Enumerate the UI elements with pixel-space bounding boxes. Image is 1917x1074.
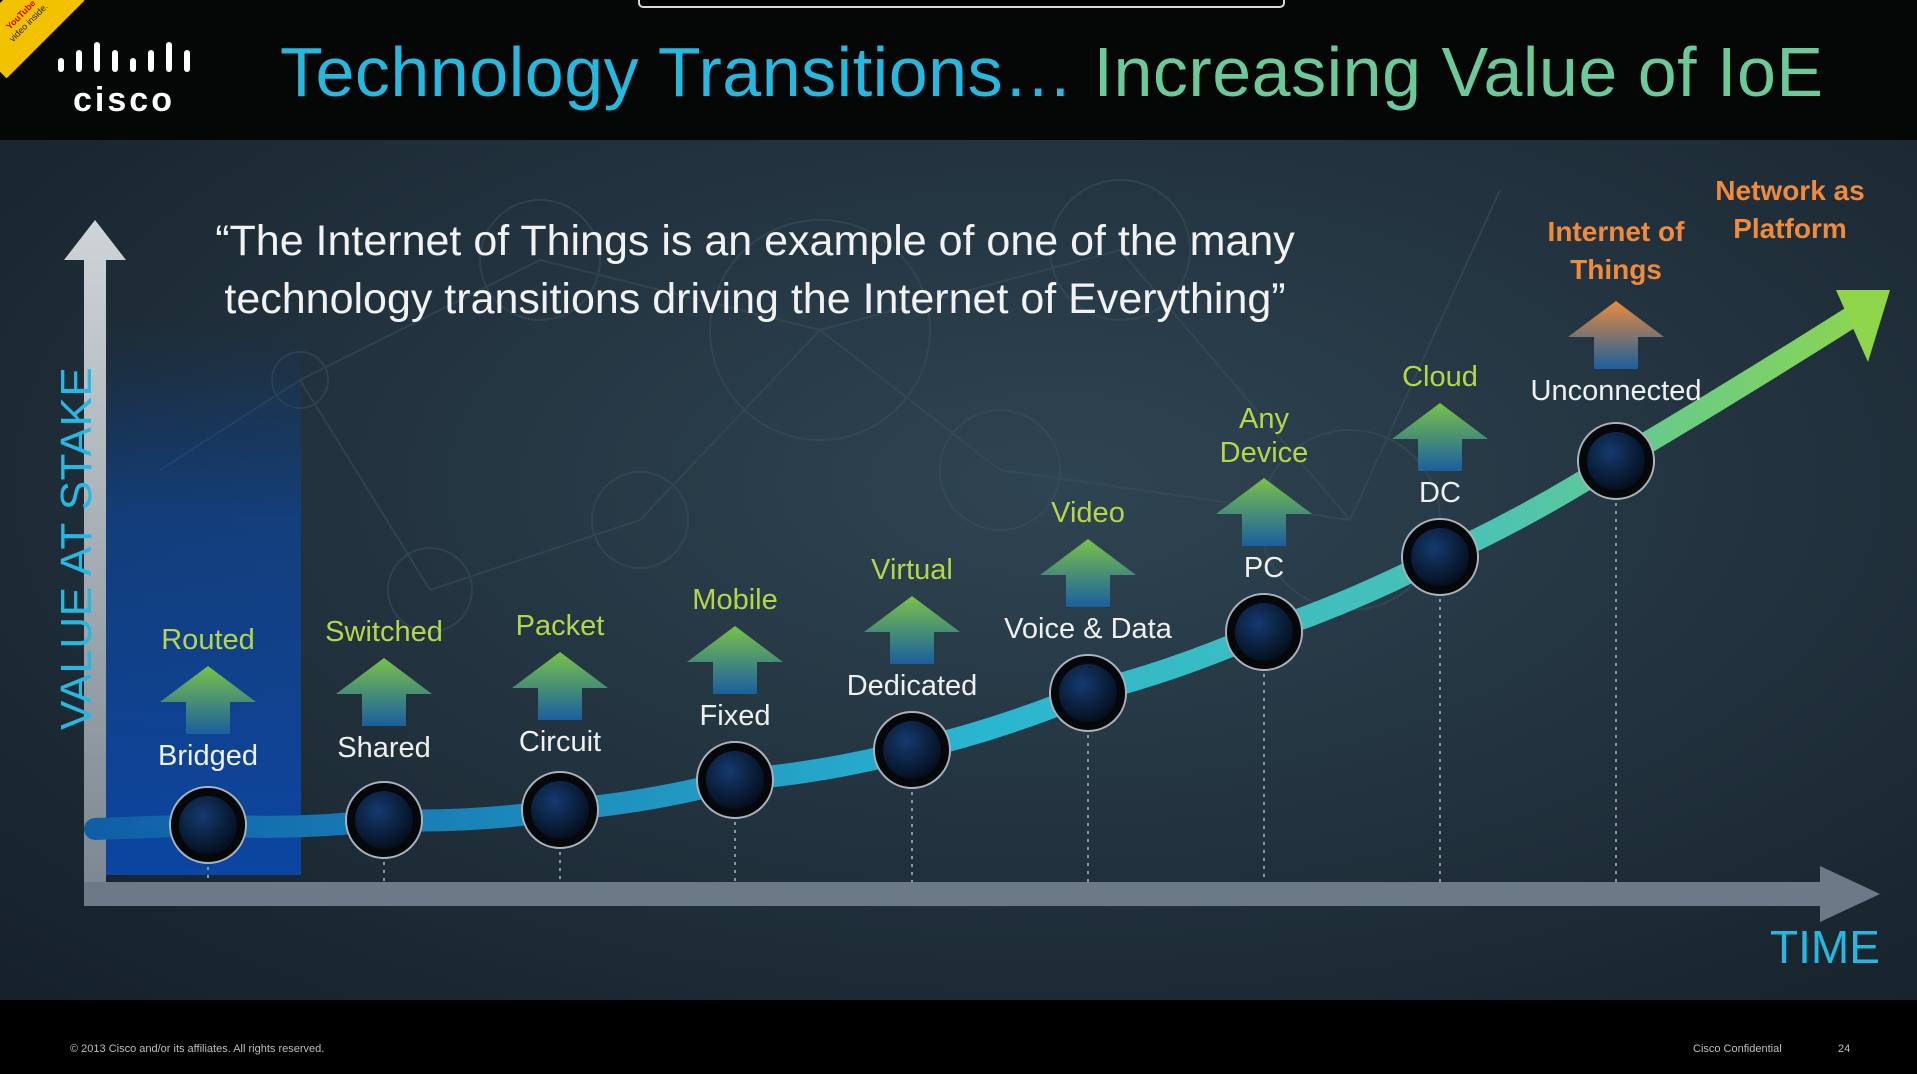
transition-up-arrow xyxy=(1392,403,1488,471)
transition-to-label: Packet xyxy=(515,610,605,642)
cisco-logo-text: cisco xyxy=(73,81,175,118)
value-curve-arrowhead xyxy=(1836,290,1890,362)
transition-up-arrow xyxy=(1216,478,1312,546)
value-curve-diagram xyxy=(64,179,1890,922)
transition-from-label: Circuit xyxy=(518,726,602,758)
transition-up-arrow xyxy=(336,658,432,726)
transition-from-label: DC xyxy=(1419,477,1461,509)
transition-up-arrow xyxy=(1568,301,1664,369)
transition-to-label: Virtual xyxy=(871,554,953,586)
transition-from-label: Dedicated xyxy=(846,670,978,702)
transition-to-label: Mobile xyxy=(692,584,778,616)
transition-node xyxy=(1401,518,1479,596)
transition-to-label: Internet of Things xyxy=(1547,216,1685,285)
footer-confidential: Cisco Confidential xyxy=(1693,1043,1782,1055)
transition-from-label: Fixed xyxy=(699,700,771,732)
transition-to-label: Cloud xyxy=(1402,361,1478,393)
transition-node xyxy=(345,781,423,859)
transition-arrows xyxy=(160,301,1664,734)
transition-up-arrow xyxy=(864,596,960,664)
slide-footer xyxy=(0,1000,1917,1074)
transition-up-arrow xyxy=(160,666,256,734)
transition-from-label: PC xyxy=(1243,552,1285,584)
page-number: 24 xyxy=(1838,1043,1851,1055)
y-axis-label: VALUE AT STAKE xyxy=(52,366,101,730)
player-top-bar xyxy=(638,0,1285,8)
transition-nodes xyxy=(169,422,1655,864)
transition-to-label: Switched xyxy=(325,616,443,648)
transition-node xyxy=(1577,422,1655,500)
transition-up-arrow xyxy=(1040,539,1136,607)
transition-from-label: Unconnected xyxy=(1530,375,1702,407)
x-axis-arrow xyxy=(84,866,1880,922)
transition-from-label: Shared xyxy=(337,732,431,764)
y-axis-arrow xyxy=(64,220,126,893)
transition-to-label: Video xyxy=(1051,497,1125,529)
footer-copyright: © 2013 Cisco and/or its affiliates. All … xyxy=(70,1043,325,1055)
title-part-one: Technology Transitions… xyxy=(280,33,1074,111)
title-part-two: Increasing Value of IoE xyxy=(1093,33,1824,111)
value-curve xyxy=(84,307,1861,840)
diagram-panel xyxy=(0,140,1917,1000)
transition-node xyxy=(873,711,951,789)
slide-header: cisco Technology Transitions… Increasing… xyxy=(0,0,1917,140)
transition-node xyxy=(1049,654,1127,732)
x-axis-label: TIME xyxy=(1770,921,1880,973)
transition-up-arrow xyxy=(687,626,783,694)
slide-title: Technology Transitions… Increasing Value… xyxy=(280,32,1824,112)
iot-quote: “The Internet of Things is an example of… xyxy=(215,217,1295,323)
transition-from-label: Bridged xyxy=(158,740,258,772)
transition-node xyxy=(1225,593,1303,671)
current-transition-highlight xyxy=(97,325,301,875)
transition-node xyxy=(521,771,599,849)
cisco-logo: cisco xyxy=(58,42,190,118)
transition-up-arrow xyxy=(512,652,608,720)
transition-to-label: Any Device xyxy=(1219,403,1309,469)
end-label-network-platform: Network as Platform xyxy=(1715,175,1865,244)
transition-from-label: Voice & Data xyxy=(1004,613,1172,645)
transition-node xyxy=(169,786,247,864)
transition-to-label: Routed xyxy=(161,624,255,656)
transition-node xyxy=(696,741,774,819)
